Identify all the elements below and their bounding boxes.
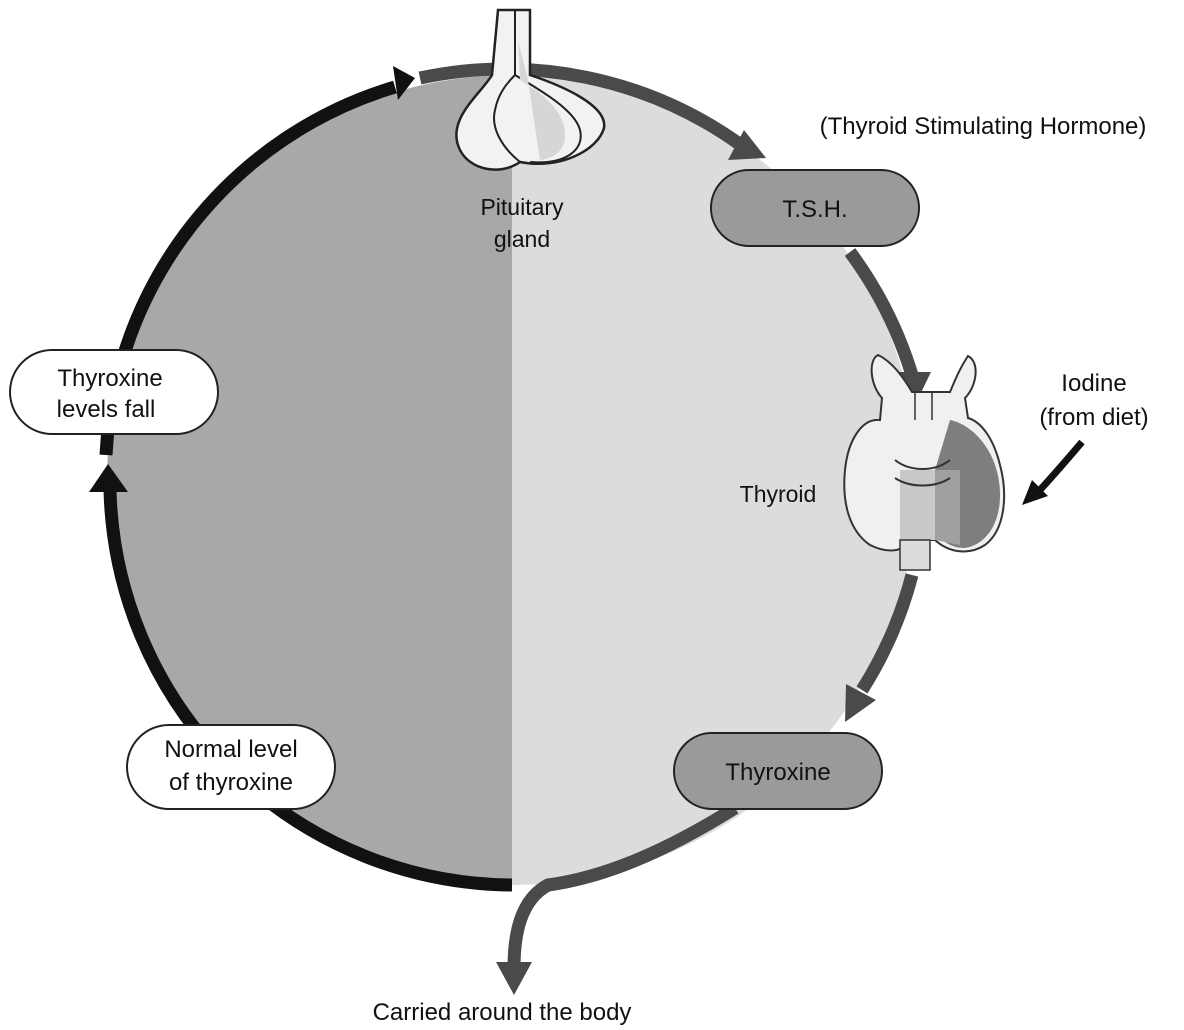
tsh-label: T.S.H. — [782, 196, 847, 223]
thyroxine-label: Thyroxine — [725, 759, 830, 786]
tsh-full-name-label: (Thyroid Stimulating Hormone) — [820, 113, 1147, 140]
iodine-label-line2: (from diet) — [1039, 404, 1148, 431]
pituitary-label-line1: Pituitary — [480, 194, 564, 220]
normal-level-label-line1: Normal level — [164, 736, 297, 763]
iodine-label-line1: Iodine — [1061, 370, 1126, 397]
pituitary-label-line2: gland — [494, 226, 550, 252]
iodine-arrow — [1040, 442, 1082, 490]
levels-fall-label-line1: Thyroxine — [57, 365, 162, 392]
grey-arrowhead-body — [496, 962, 532, 995]
levels-fall-label-line2: levels fall — [57, 396, 156, 423]
normal-level-label-line2: of thyroxine — [169, 769, 293, 796]
thyroid-label: Thyroid — [740, 481, 817, 507]
carried-around-body-label: Carried around the body — [373, 999, 632, 1026]
grey-arrowhead-thyroxine — [845, 684, 876, 722]
